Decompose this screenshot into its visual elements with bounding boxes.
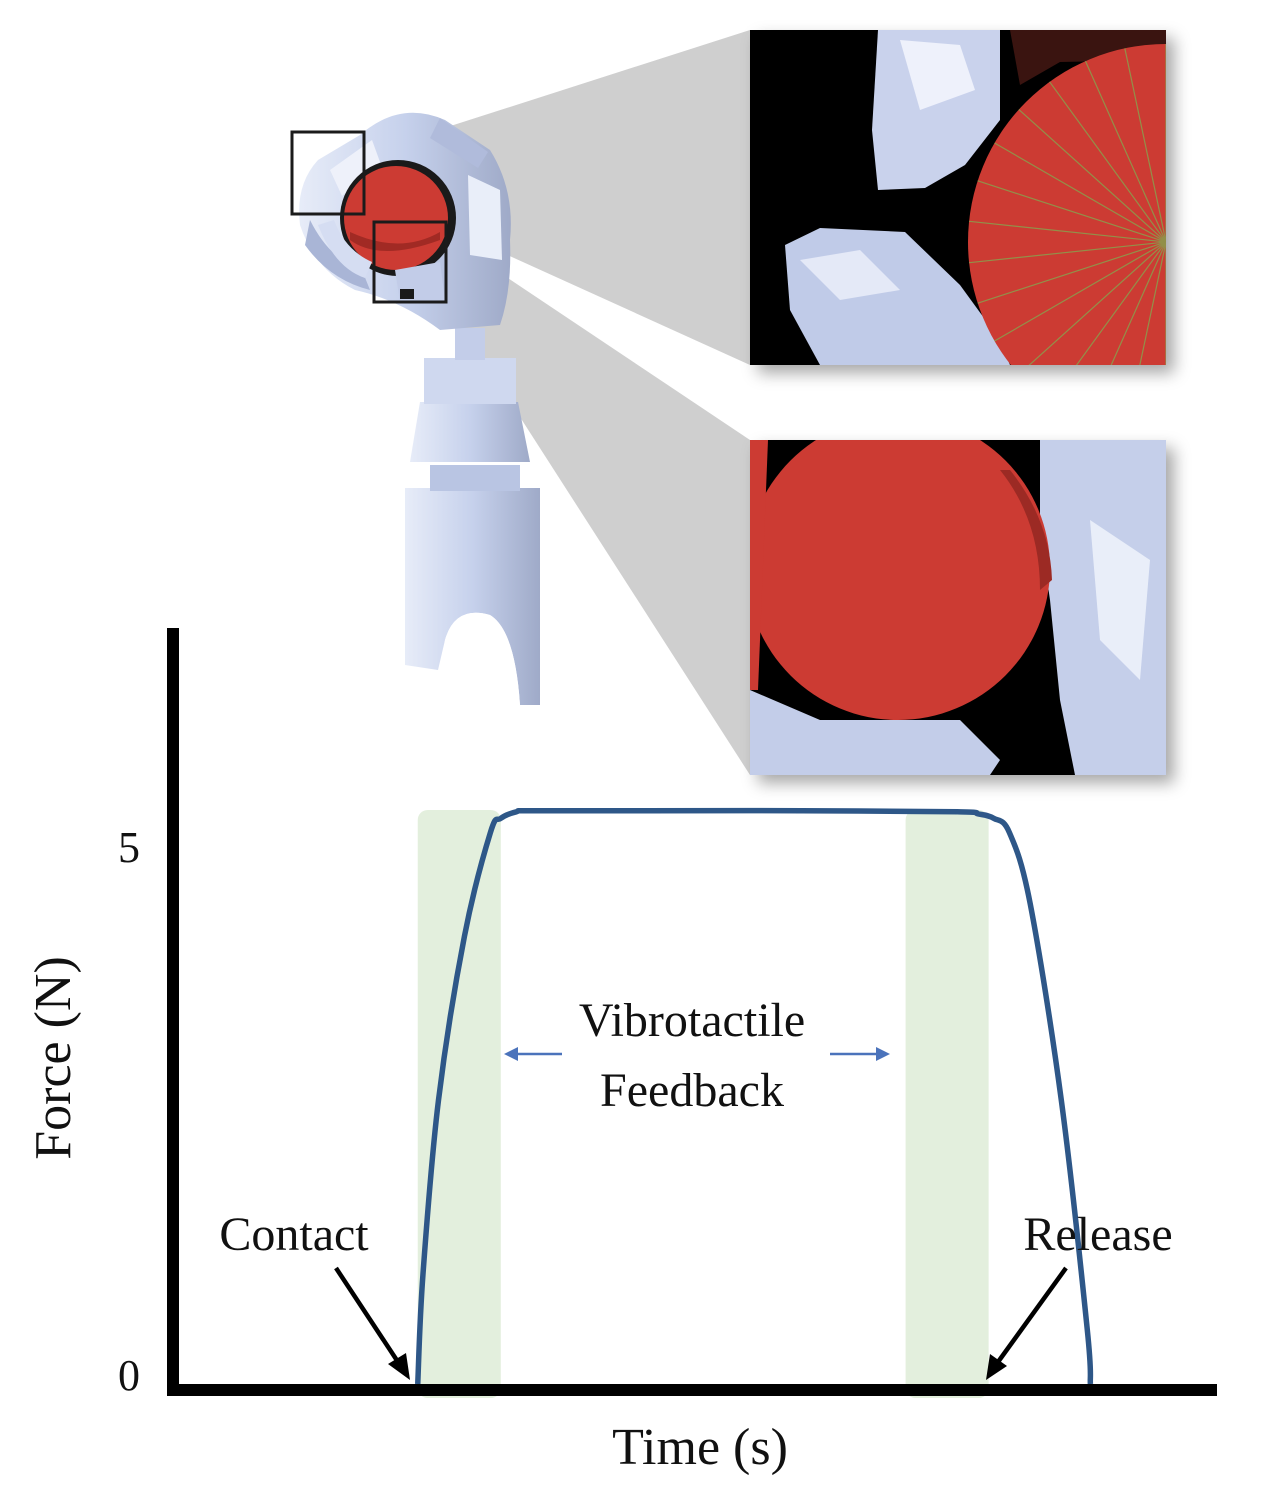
contact-label: Contact	[219, 1208, 369, 1261]
zoom-box-top	[290, 130, 366, 216]
feedback-band-1	[417, 810, 501, 1398]
red-sphere	[344, 166, 448, 270]
force-curve	[414, 807, 1094, 1385]
feedback-band-2	[905, 810, 989, 1398]
x-axis-label: Time (s)	[612, 1419, 788, 1476]
feedback-arrow-left	[504, 1047, 562, 1061]
contact-sphere-segments	[968, 44, 1166, 365]
release-label: Release	[1023, 1208, 1172, 1261]
y-tick-label: 0	[118, 1351, 140, 1400]
feedback-label-line1: Vibrotactile	[579, 994, 805, 1047]
zoom-inset-top-content	[785, 30, 1166, 365]
robot-arm	[405, 328, 540, 705]
zoom-box-bottom	[372, 220, 448, 304]
zoom-inset-bottom-content	[750, 440, 1166, 775]
force-chart: 5 0 Time (s) Force (N) Vibrotactile Feed…	[25, 628, 1217, 1476]
contact-arrow	[334, 1266, 410, 1380]
robot-scene	[290, 30, 750, 775]
y-tick-label: 5	[118, 823, 140, 872]
release-arrow	[986, 1266, 1068, 1380]
vibrotactile-bands	[417, 810, 989, 1398]
y-axis-label: Force (N)	[25, 956, 82, 1160]
zoom-wedge-top	[438, 30, 750, 365]
feedback-label-line2: Feedback	[600, 1064, 784, 1117]
zoom-wedge-bottom	[448, 238, 750, 775]
feedback-arrow-right	[830, 1047, 890, 1061]
